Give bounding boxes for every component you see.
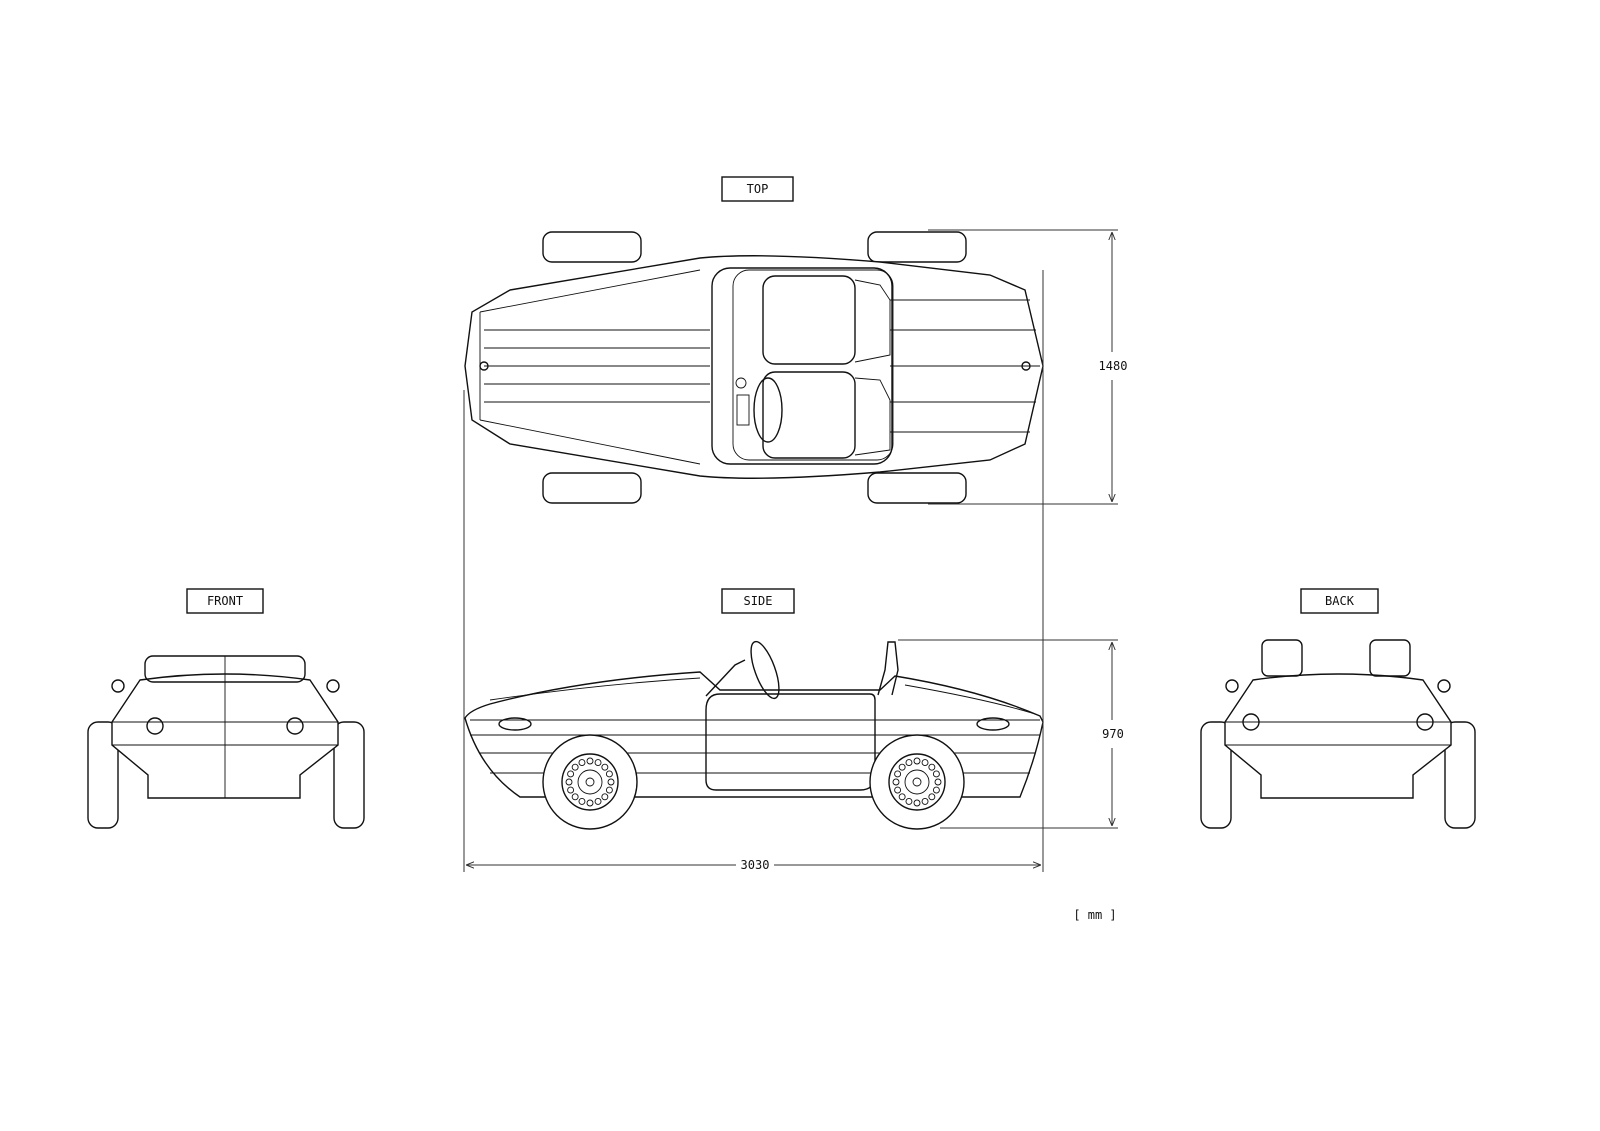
label-top: TOP [721,176,794,202]
wheel-bolt [898,763,906,771]
wheel-bolt [594,797,602,805]
wheel-bolt [586,799,594,807]
dimension-width: 1480 [928,229,1128,505]
dimension-width-value: 1480 [1099,359,1128,373]
dimension-height-value: 970 [1102,727,1124,741]
wheel-bolt [913,799,921,807]
label-back: BACK [1300,588,1379,614]
label-top-text: TOP [747,182,769,196]
top-view-car [464,231,1044,504]
front-view-car [87,655,365,829]
label-back-text: BACK [1325,594,1355,608]
wheel-bolt [578,797,586,805]
label-side: SIDE [721,588,795,614]
dimension-length-value: 3030 [741,858,770,872]
wheel-bolt [601,793,609,801]
wheel-bolt [567,770,575,778]
wheel-bolt [586,757,594,765]
wheel-bolt [567,786,575,794]
label-front: FRONT [186,588,264,614]
wheel-bolt [571,763,579,771]
wheel-bolt [921,759,929,767]
wheel-bolt [905,797,913,805]
wheel-bolt [934,778,942,786]
wheel-bolt [921,797,929,805]
wheel-bolt [607,778,615,786]
wheel-bolt [898,793,906,801]
label-side-text: SIDE [744,594,773,608]
wheel-bolt [605,786,613,794]
wheel-bolt [905,759,913,767]
wheel-bolt [932,786,940,794]
wheel-bolt [571,793,579,801]
wheel-bolt [932,770,940,778]
wheel-bolt [565,778,573,786]
wheel-bolt [913,757,921,765]
side-wheel-rear [869,734,965,830]
side-wheel-front [542,734,638,830]
wheel-bolt [892,778,900,786]
label-front-text: FRONT [207,594,243,608]
wheel-bolt [894,786,902,794]
unit-label: [ mm ] [1073,908,1116,922]
dimension-height: 970 [898,639,1124,829]
dimension-length: 3030 [463,270,1044,872]
wheel-bolt [928,793,936,801]
wheel-bolt [928,763,936,771]
wheel-bolt [894,770,902,778]
wheel-bolt [605,770,613,778]
wheel-bolt [578,759,586,767]
back-view-car [1200,639,1476,829]
wheel-bolt [601,763,609,771]
side-view-car [464,640,1044,830]
wheel-bolt [594,759,602,767]
